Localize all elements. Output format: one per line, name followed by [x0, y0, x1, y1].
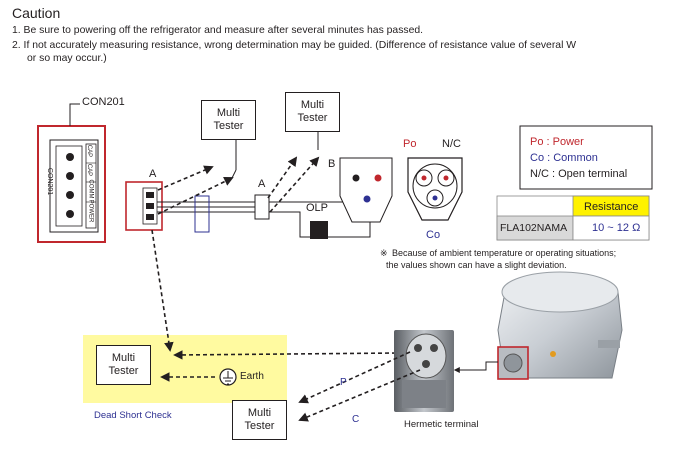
multi-tester-2-line2: Tester	[297, 112, 328, 124]
p-label: P	[340, 377, 347, 388]
control-board	[37, 125, 106, 243]
legend-nc: N/C : Open terminal	[530, 168, 628, 180]
resistance-table	[496, 195, 650, 241]
connector-side-label: CON201	[46, 167, 54, 196]
nc-label: N/C	[442, 138, 461, 150]
caution-title: Caution	[12, 5, 61, 21]
po-label: Po	[403, 138, 417, 150]
multi-tester-4-line1: Multi	[247, 407, 272, 419]
hermetic-terminal-label: Hermetic terminal	[404, 419, 479, 430]
c-label: C	[352, 414, 360, 425]
footnote-line-2: the values shown can have a slight devia…	[386, 260, 567, 270]
terminal-b-label: B	[328, 158, 336, 170]
resistance-value: 10 ~ 12 Ω	[592, 222, 641, 234]
resistance-header: Resistance	[584, 201, 639, 213]
caution-line-2: 2. If not accurately measuring resistanc…	[12, 40, 577, 51]
connector-pin-power: POWER	[87, 199, 94, 223]
olp-label: OLP	[306, 202, 329, 214]
terminal-pin-diagram	[407, 157, 463, 221]
hermetic-terminal-image	[394, 330, 454, 412]
multi-tester-3-line2: Tester	[108, 365, 139, 377]
connector-a-left-label: A	[149, 168, 157, 180]
caution-line-2-cont: or so may occur.)	[27, 53, 107, 64]
multi-tester-3-line1: Multi	[111, 352, 136, 364]
legend-co: Co : Common	[530, 152, 598, 164]
connector-pin-comm: COMM	[87, 179, 94, 199]
compressor-image	[497, 271, 623, 380]
resistance-model: FLA102NAMA	[500, 222, 568, 234]
multi-tester-1-line1: Multi	[216, 107, 241, 119]
footnote-mark: ※	[380, 248, 388, 258]
earth-label: Earth	[240, 371, 264, 382]
footnote-line-1: Because of ambient temperature or operat…	[392, 248, 617, 258]
co-label: Co	[426, 229, 441, 241]
multi-tester-4: Multi Tester	[232, 400, 287, 440]
legend-po: Po : Power	[530, 136, 584, 148]
multi-tester-1: Multi Tester	[201, 100, 256, 140]
multi-tester-2-line1: Multi	[300, 99, 325, 111]
connector-pin-cap-2: CAP	[86, 163, 93, 177]
multi-tester-1-line2: Tester	[213, 120, 244, 132]
dead-short-check-label: Dead Short Check	[94, 410, 172, 421]
con201-label: CON201	[82, 96, 125, 108]
multi-tester-4-line2: Tester	[244, 420, 275, 432]
multi-tester-2: Multi Tester	[285, 92, 340, 132]
caution-line-1: 1. Be sure to powering off the refrigera…	[12, 25, 424, 36]
multi-tester-3: Multi Tester	[96, 345, 151, 385]
connector-pin-cap-1: CAP	[86, 144, 93, 158]
connector-a-mid-label: A	[258, 178, 266, 190]
